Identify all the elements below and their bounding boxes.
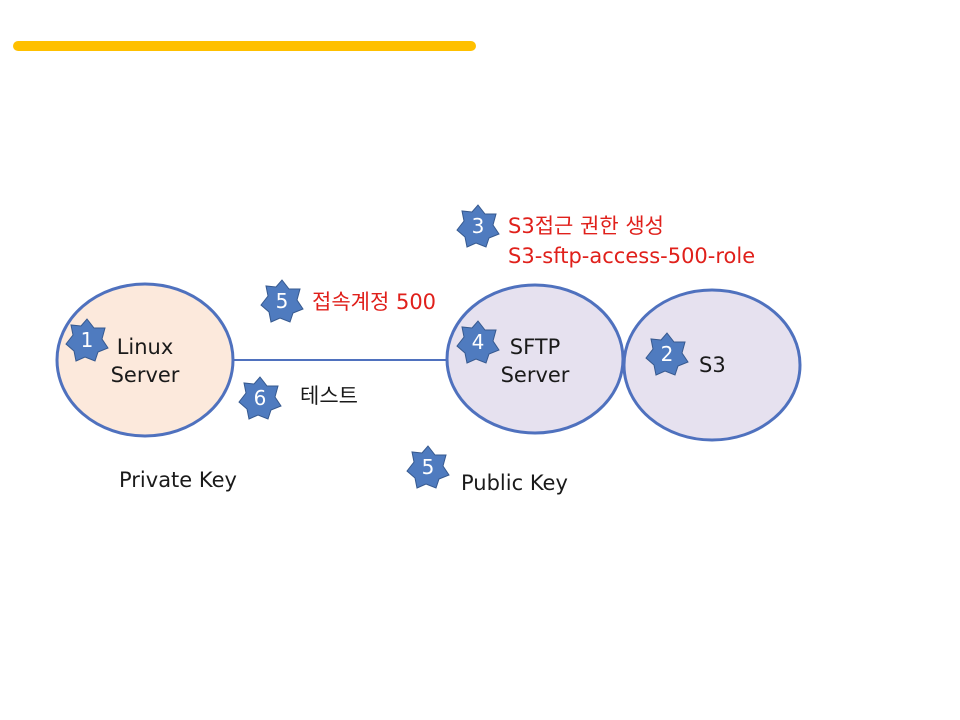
sftp-server-label: SFTP Server [485, 333, 585, 389]
linux-server-label-line1: Linux [116, 335, 174, 359]
s3-label: S3 [699, 353, 726, 377]
step-1-number: 1 [81, 328, 94, 352]
test-label: 테스트 [300, 384, 358, 408]
s3-access-title: S3접근 권한 생성 [508, 214, 664, 238]
step-5-account-badge: 5 [260, 279, 304, 323]
step-5-account-number: 5 [276, 289, 289, 313]
account-label: 접속계정 500 [312, 290, 437, 314]
step-2-badge: 2 [645, 332, 689, 376]
step-3-badge: 3 [456, 204, 500, 248]
step-5-key-number: 5 [422, 455, 435, 479]
private-key-label: Private Key [119, 468, 237, 492]
sftp-server-label-line2: Server [500, 363, 570, 387]
step-4-badge: 4 [456, 320, 500, 364]
public-key-label: Public Key [461, 471, 568, 495]
linux-server-node [55, 282, 235, 438]
s3-access-role: S3-sftp-access-500-role [508, 244, 756, 268]
step-1-badge: 1 [65, 318, 109, 362]
step-6-number: 6 [254, 386, 267, 410]
step-5-key-badge: 5 [406, 445, 450, 489]
step-3-number: 3 [472, 214, 485, 238]
step-4-number: 4 [472, 330, 485, 354]
step-2-number: 2 [661, 342, 674, 366]
linux-server-label-line2: Server [110, 363, 180, 387]
linux-server-label: Linux Server [95, 333, 195, 389]
step-6-badge: 6 [238, 376, 282, 420]
sftp-server-label-line1: SFTP [509, 335, 561, 359]
s3-node [622, 288, 802, 442]
